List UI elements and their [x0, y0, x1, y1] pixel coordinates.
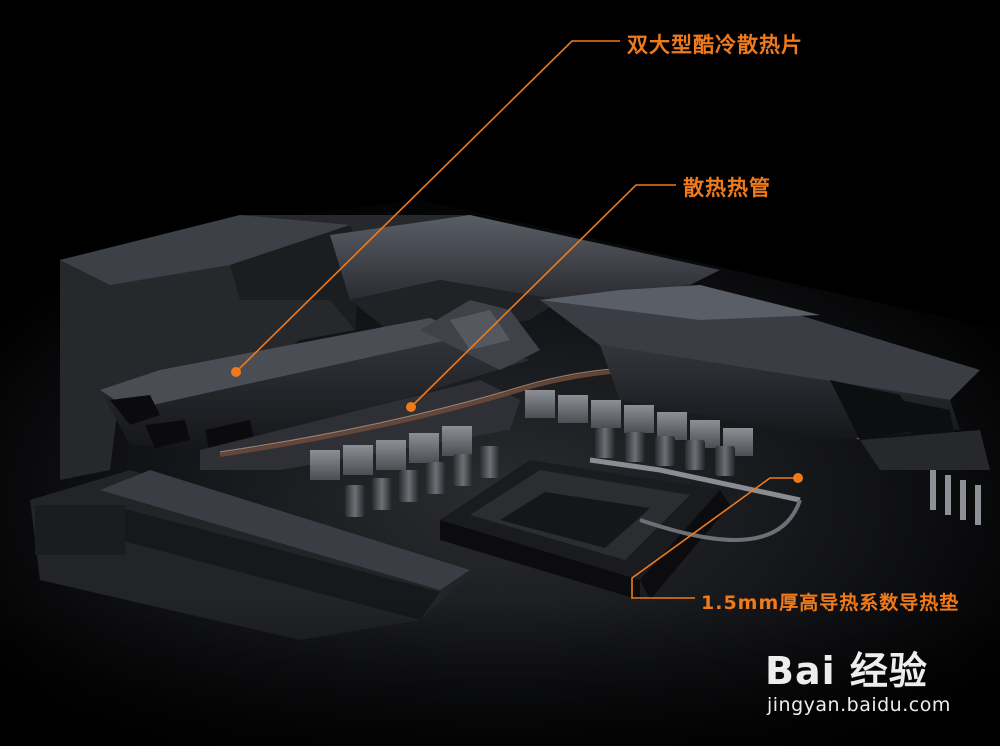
callout-leaders [235, 40, 798, 599]
dot-1 [231, 367, 241, 377]
capacitors [345, 428, 735, 517]
leader-3 [631, 477, 798, 599]
right-vrm-heatsink [540, 285, 990, 470]
callout-heatpipe-label: 散热热管 [683, 176, 771, 200]
watermark: Bai 经验 jingyan.baidu.com [765, 640, 965, 730]
leader-1 [235, 40, 620, 373]
leader-2 [410, 184, 676, 408]
dot-3 [793, 473, 803, 483]
vrm-chokes [310, 390, 753, 480]
callout-dots [231, 367, 803, 483]
m2-heatsink [30, 470, 470, 640]
dot-2 [406, 402, 416, 412]
cpu-socket [440, 457, 802, 600]
callout-thermal-pad-label: 1.5mm厚高导热系数导热垫 [701, 592, 960, 614]
left-vrm-heatsink [100, 300, 540, 470]
header-pins [930, 470, 981, 525]
top-shroud [330, 215, 720, 300]
callout-heatsink-label: 双大型酷冷散热片 [627, 33, 803, 57]
watermark-url: jingyan.baidu.com [767, 694, 951, 716]
baidu-logo: Bai 经验 [765, 649, 928, 693]
io-shroud [60, 215, 480, 480]
